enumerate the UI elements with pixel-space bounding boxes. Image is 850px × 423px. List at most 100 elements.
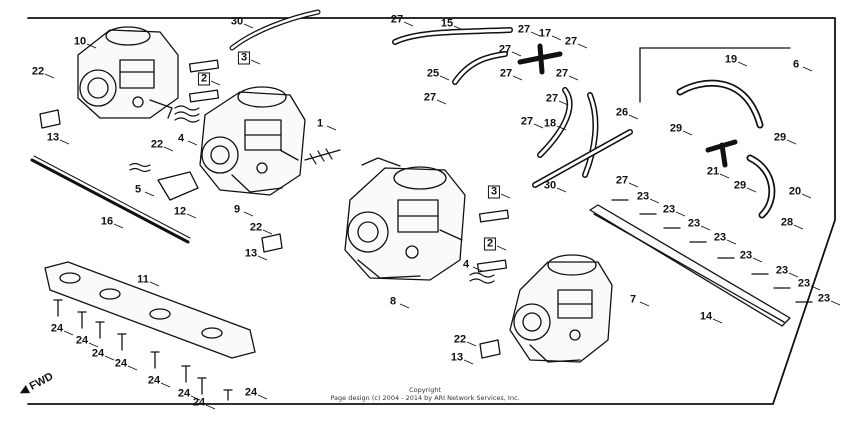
leader-line-27 [403,21,414,27]
leader-line-23 [700,225,711,231]
leader-line-21 [719,173,730,179]
callout-label-27: 27 [545,92,559,105]
leader-line-4 [187,140,198,146]
callout-label-27: 27 [517,23,531,36]
carburetor-8 [344,157,466,281]
callout-label-27: 27 [498,43,512,56]
leader-line-24 [104,355,115,361]
callout-label-24: 24 [244,386,258,399]
leader-line-13 [463,359,474,365]
callout-label-13: 13 [450,351,464,364]
callout-label-24: 24 [75,334,89,347]
callout-label-13: 13 [244,247,258,260]
callout-label-19: 19 [724,53,738,66]
leader-line-22 [262,229,273,235]
callout-label-11: 11 [137,273,149,286]
hoses [229,9,791,219]
callout-label-23: 23 [687,217,701,230]
leader-line-14 [712,318,723,324]
copyright-line-1: Copyright [409,386,441,394]
leader-line-2 [210,80,221,86]
carburetor-9 [199,86,306,196]
leader-line-9 [243,211,254,217]
callout-label-16: 16 [100,215,114,228]
leader-line-22 [163,146,174,152]
callout-label-29: 29 [773,131,787,144]
frame-border [27,17,836,405]
leader-line-2 [496,245,507,251]
callout-label-14: 14 [699,310,713,323]
leader-line-24 [127,365,138,371]
callout-label-23: 23 [739,249,753,262]
leader-line-27 [533,123,544,129]
callout-label-8: 8 [389,295,397,308]
leader-line-29 [682,130,693,136]
leader-line-27 [511,51,522,57]
small-parts [39,59,510,359]
leader-line-15 [453,25,464,31]
callout-label-23: 23 [797,277,811,290]
carburetor-7 [509,254,613,363]
leader-line-24 [205,404,216,410]
callout-label-24: 24 [177,387,191,400]
leader-line-26 [628,114,639,120]
callout-label-27: 27 [499,67,513,80]
leader-line-28 [793,224,804,230]
callout-label-23: 23 [662,203,676,216]
copyright-notice: Copyright Page design (c) 2004 - 2014 by… [330,386,519,402]
callout-label-27: 27 [423,91,437,104]
callout-label-24: 24 [91,347,105,360]
callout-label-22: 22 [249,221,263,234]
callout-label-24: 24 [192,396,206,409]
leader-line-3 [250,59,261,65]
leader-line-19 [737,61,748,67]
callout-label-29: 29 [733,179,747,192]
leader-line-23 [726,239,737,245]
callout-label-22: 22 [31,65,45,78]
leader-line-13 [59,139,70,145]
leader-line-23 [649,198,660,204]
callout-label-5: 5 [134,183,142,196]
leader-line-16 [113,223,124,229]
callout-label-22: 22 [453,333,467,346]
callout-label-27: 27 [390,13,404,26]
leader-line-29 [786,139,797,145]
callout-label-27: 27 [615,174,629,187]
leader-line-30 [556,187,567,193]
leader-line-23 [788,272,799,278]
callout-label-21: 21 [706,165,720,178]
callout-label-3: 3 [237,51,251,65]
callout-label-23: 23 [817,292,831,305]
callout-label-15: 15 [440,17,454,30]
callout-label-24: 24 [50,322,64,335]
leader-line-12 [186,213,197,219]
callout-label-29: 29 [669,122,683,135]
leader-line-27 [628,182,639,188]
callout-label-23: 23 [636,190,650,203]
leader-line-22 [44,73,55,79]
callout-label-23: 23 [775,264,789,277]
callout-label-13: 13 [46,131,60,144]
leader-line-8 [399,303,410,309]
leader-line-23 [830,300,841,306]
callout-label-22: 22 [150,138,164,151]
callout-label-4: 4 [462,258,470,271]
leader-line-24 [88,342,99,348]
callout-label-17: 17 [538,27,552,40]
leader-line-6 [802,66,813,72]
leader-line-27 [577,43,588,49]
leader-line-13 [257,255,268,261]
leader-line-20 [801,193,812,199]
leader-line-23 [810,285,821,291]
copyright-line-2: Page design (c) 2004 - 2014 by ARI Netwo… [330,394,520,403]
leader-line-27 [530,31,541,37]
callout-label-2: 2 [197,72,211,86]
leader-line-24 [257,394,268,400]
callout-label-25: 25 [426,67,440,80]
callout-label-20: 20 [788,185,802,198]
leader-line-5 [144,191,155,197]
leader-line-27 [558,100,569,106]
callout-label-2: 2 [483,237,497,251]
